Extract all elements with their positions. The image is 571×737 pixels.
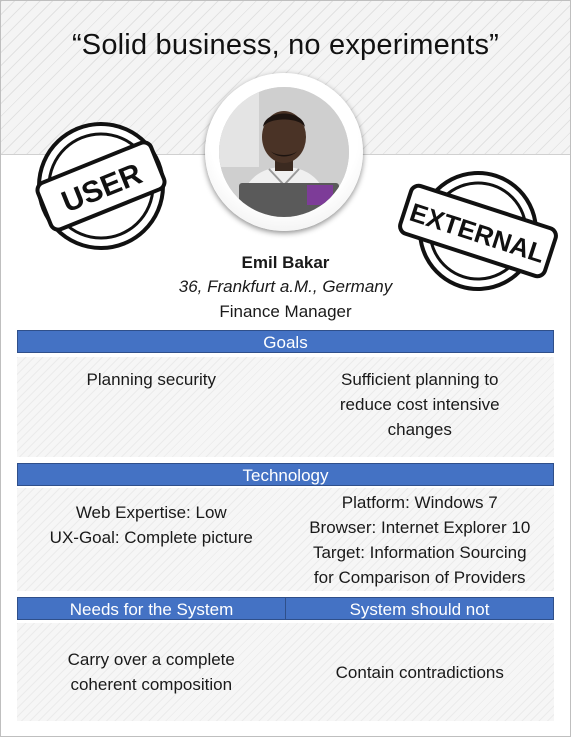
technology-item: for Comparison of Providers — [313, 568, 526, 587]
technology-item: Browser: Internet Explorer 10 — [309, 518, 531, 537]
goal-item: changes — [387, 420, 452, 439]
persona-location: 36, Frankfurt a.M., Germany — [178, 277, 393, 296]
technology-item: Platform: Windows 7 — [341, 493, 498, 512]
goals-left: Planning security — [17, 367, 286, 457]
technology-header: Technology — [17, 463, 554, 486]
system-header: Needs for the System System should not — [17, 597, 554, 620]
persona-name: Emil Bakar — [241, 253, 330, 272]
goals-panel: Planning security Sufficient planning to… — [17, 357, 554, 457]
external-stamp: EXTERNAL — [398, 171, 558, 291]
person-photo-icon — [219, 87, 349, 217]
avatar — [219, 87, 349, 217]
technology-right: Platform: Windows 7 Browser: Internet Ex… — [286, 490, 555, 591]
needs-header: Needs for the System — [18, 598, 286, 619]
technology-left: Web Expertise: Low UX-Goal: Complete pic… — [17, 490, 286, 591]
goal-item: reduce cost intensive — [339, 395, 500, 414]
goals-right: Sufficient planning to reduce cost inten… — [286, 367, 555, 457]
should-not-column: Contain contradictions — [286, 623, 555, 721]
technology-panel: Web Expertise: Low UX-Goal: Complete pic… — [17, 488, 554, 591]
technology-item: Target: Information Sourcing — [312, 543, 527, 562]
needs-column: Carry over a complete coherent compositi… — [17, 623, 286, 721]
should-not-item: Contain contradictions — [335, 662, 504, 682]
goal-item: Sufficient planning to — [340, 370, 499, 389]
persona-quote: “Solid business, no experiments” — [71, 29, 500, 61]
need-item: coherent composition — [70, 675, 233, 694]
avatar-frame — [205, 73, 363, 231]
goal-item: Planning security — [86, 370, 216, 389]
goals-header: Goals — [17, 330, 554, 353]
technology-item: UX-Goal: Complete picture — [49, 528, 253, 547]
need-item: Carry over a complete — [67, 650, 235, 669]
system-panel: Carry over a complete coherent compositi… — [17, 623, 554, 721]
user-stamp: USER — [35, 122, 167, 250]
technology-item: Web Expertise: Low — [75, 503, 227, 522]
persona-role: Finance Manager — [219, 302, 352, 321]
should-not-header: System should not — [349, 600, 490, 619]
